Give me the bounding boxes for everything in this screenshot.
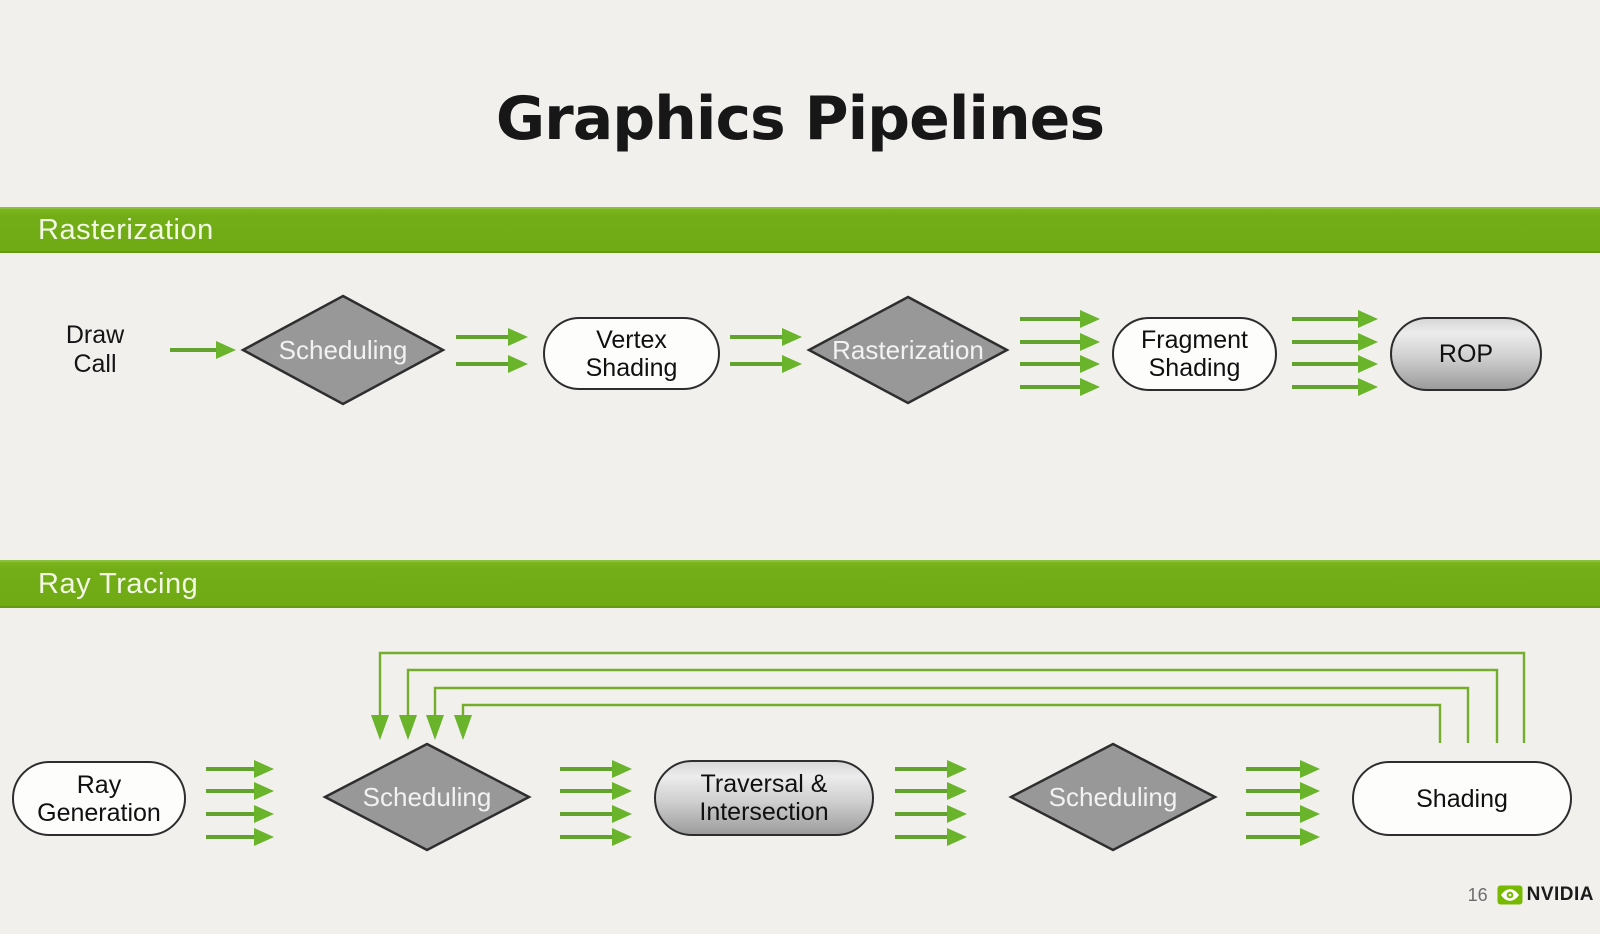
flow-arrow [730,355,802,373]
feedback-loop-path [406,668,1499,743]
section-label: Rasterization [38,213,214,246]
feedback-loop-path [433,686,1470,743]
flow-arrow [1246,760,1320,778]
flow-arrow [560,828,632,846]
node-ray-generation: Ray Generation [12,761,186,836]
node-shading: Shading [1352,761,1572,836]
diamond-shape [240,294,446,406]
node-scheduling-raster: Scheduling [240,294,446,406]
flow-arrow [1292,355,1378,373]
flow-arrow [170,341,236,359]
node-draw-call: Draw Call [65,321,125,378]
flow-arrow [1020,355,1100,373]
diamond-shape [1008,742,1218,852]
flow-arrow [895,760,967,778]
feedback-arrowhead [399,715,417,740]
flow-arrow [1292,333,1378,351]
flow-arrow [1020,310,1100,328]
feedback-arrowhead [454,715,472,740]
flow-arrow [1246,828,1320,846]
flow-arrow [1246,782,1320,800]
flow-arrow [1020,378,1100,396]
node-traversal-intersection: Traversal & Intersection [654,760,874,836]
flow-arrow [1246,805,1320,823]
feedback-arrowhead [371,715,389,740]
node-vertex-shading: Vertex Shading [543,317,720,390]
node-rasterization: Rasterization [806,295,1010,405]
flow-arrow [1292,378,1378,396]
page-number: 16 [1467,884,1488,905]
section-banner-ray-tracing: Ray Tracing [0,560,1600,608]
flow-arrow [560,760,632,778]
flow-arrow [206,828,274,846]
flow-arrow [206,805,274,823]
flow-arrow [560,782,632,800]
flow-arrow [206,782,274,800]
nvidia-eye-icon [1497,885,1523,905]
flow-arrow [895,782,967,800]
node-rop: ROP [1390,317,1542,391]
node-scheduling-rt-2: Scheduling [1008,742,1218,852]
feedback-loop-path [378,651,1526,743]
feedback-loop-path [461,703,1442,743]
flow-arrow [895,805,967,823]
footer: 16 NVIDIA [1468,884,1594,906]
page-title: Graphics Pipelines [495,84,1105,154]
node-fragment-shading: Fragment Shading [1112,317,1277,391]
flow-arrow [560,805,632,823]
flow-arrow [206,760,274,778]
nvidia-logo: NVIDIA [1497,884,1594,906]
section-label: Ray Tracing [38,567,199,600]
flow-arrow [456,328,528,346]
diamond-shape [322,742,532,852]
feedback-arrowhead [426,715,444,740]
diamond-shape [806,295,1010,405]
nvidia-wordmark: NVIDIA [1526,884,1594,905]
flow-arrow [730,328,802,346]
flow-arrow [895,828,967,846]
node-scheduling-rt-1: Scheduling [322,742,532,852]
flow-arrow [1292,310,1378,328]
flow-arrow [1020,333,1100,351]
section-banner-rasterization: Rasterization [0,207,1600,253]
flow-arrow [456,355,528,373]
